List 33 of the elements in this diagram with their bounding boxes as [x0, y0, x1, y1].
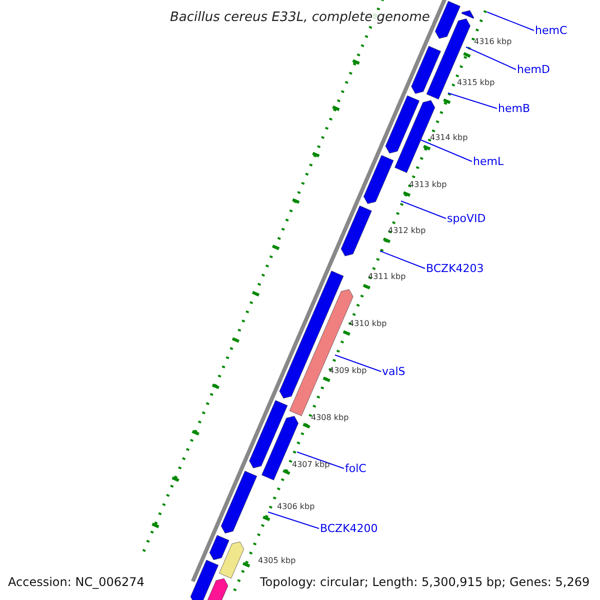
gene-label: valS: [382, 366, 406, 377]
genome-info-text: Topology: circular; Length: 5,300,915 bp; Genes: 5,269: [260, 576, 590, 588]
scale-label: 4316 kbp: [474, 38, 512, 46]
gene-label: hemC: [535, 25, 568, 36]
scale-label: 4308 kbp: [311, 414, 349, 422]
scale-label: 4306 kbp: [277, 503, 315, 511]
leader-line: [486, 12, 534, 31]
gene-label: spoVID: [447, 213, 486, 224]
title: Bacillus cereus E33L, complete genome: [168, 10, 432, 25]
leader-line: [380, 250, 426, 269]
leader-line: [268, 512, 320, 529]
scale-label: 4311 kbp: [368, 273, 406, 281]
scale-label: 4315 kbp: [457, 79, 495, 87]
scale-label: 4313 kbp: [409, 181, 447, 189]
leader-line: [466, 46, 516, 70]
scale-label: 4310 kbp: [349, 320, 387, 328]
scale-label: 4307 kbp: [292, 461, 330, 469]
leader-line: [296, 452, 344, 469]
gene-label: hemB: [498, 103, 530, 114]
gene-label: BCZK4203: [426, 263, 484, 274]
gene-label: hemL: [473, 156, 504, 167]
leader-line: [400, 200, 446, 219]
leader-line: [334, 354, 382, 372]
gene-label: hemD: [517, 64, 550, 75]
scale-label: 4305 kbp: [258, 557, 296, 565]
leader-line: [420, 140, 472, 162]
accession-text: Accession: NC_006274: [8, 576, 144, 588]
gene-label: folC: [345, 463, 366, 474]
gene-label: BCZK4200: [320, 523, 378, 534]
scale-label: 4314 kbp: [430, 134, 468, 142]
scale-label: 4312 kbp: [388, 227, 426, 235]
scale-label: 4309 kbp: [329, 367, 367, 375]
leader-line: [448, 92, 498, 109]
